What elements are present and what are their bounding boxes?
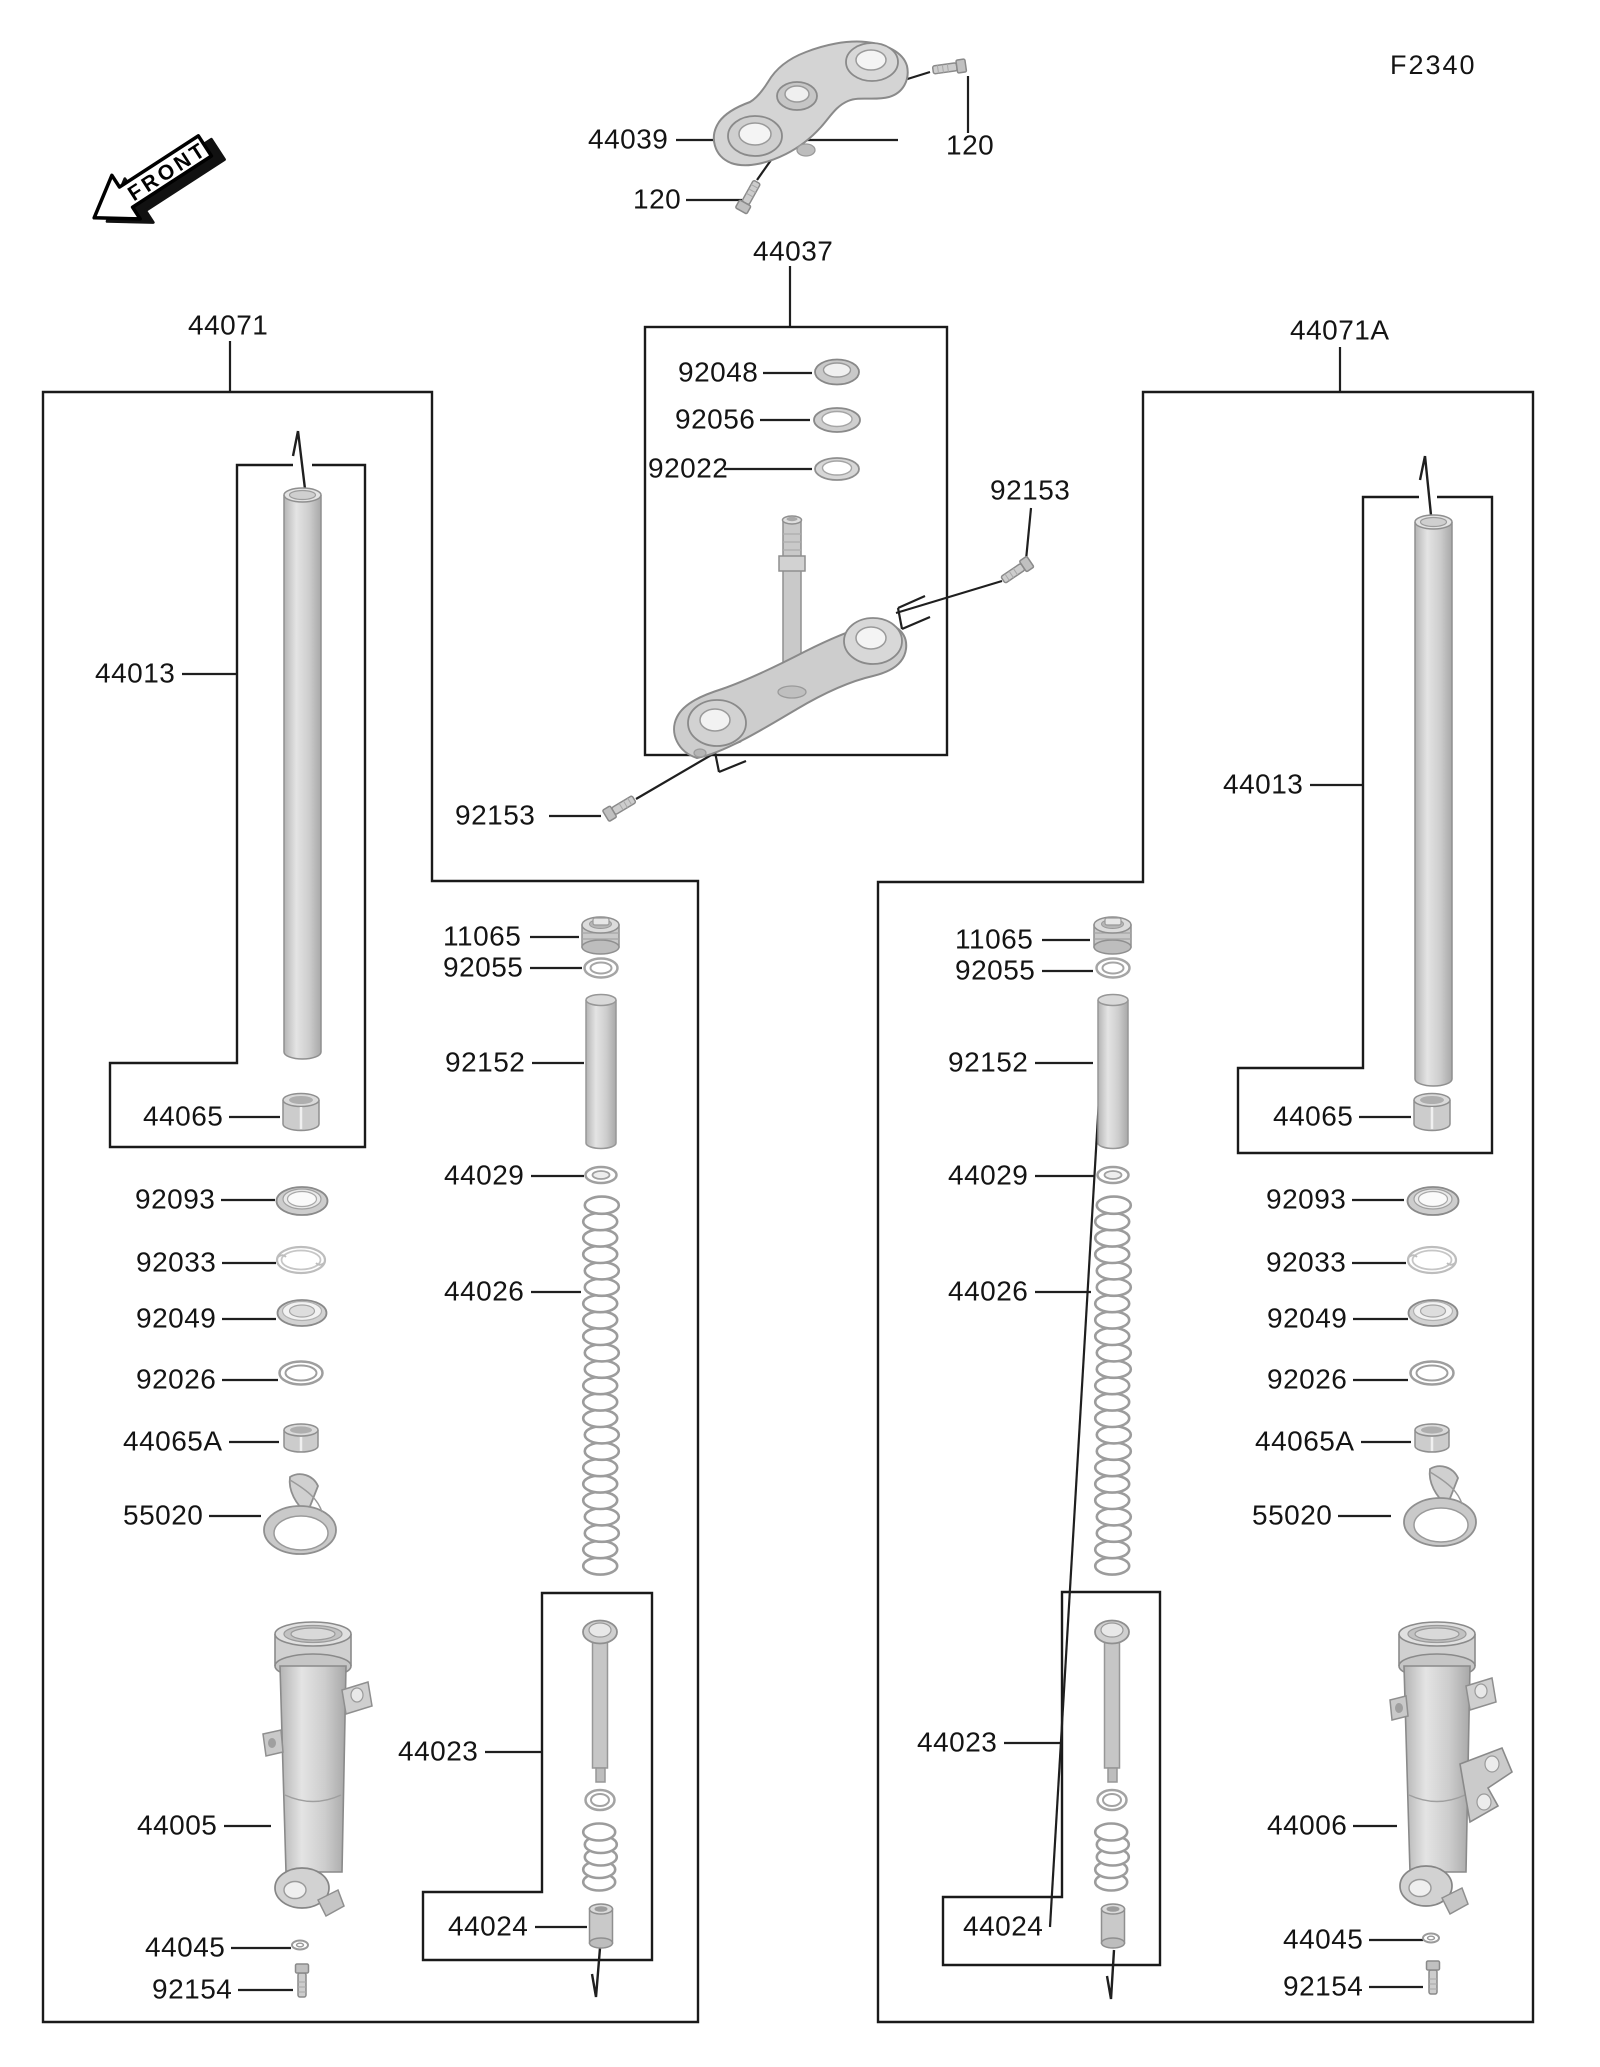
spacer-92152-left xyxy=(585,993,617,1150)
oil-seal-92049-left xyxy=(276,1299,328,1327)
arrow-down-left xyxy=(590,1947,602,1998)
box-fork-assy-44071 xyxy=(41,390,700,2024)
box-damper-right-44023 xyxy=(941,1590,1162,1967)
clamp-bolt-120-left xyxy=(734,178,764,215)
fork-cap-11065-right xyxy=(1093,916,1132,955)
drain-bolt-92154-left xyxy=(294,1963,310,1998)
direction-arrows xyxy=(291,430,1433,2000)
box-inner-tube-left xyxy=(108,463,367,1149)
inner-tube-44013-left xyxy=(283,487,322,1060)
bushing-44065-left xyxy=(281,1092,321,1132)
washer-44045-right xyxy=(1422,1932,1440,1944)
arrow-down-right xyxy=(1105,1949,1116,2000)
rebound-spring-right xyxy=(1093,1822,1131,1892)
arrow-up-left xyxy=(291,430,307,490)
leader-lines xyxy=(182,70,1423,1992)
o-ring-92026-right xyxy=(1409,1360,1455,1386)
dust-seal-92093-right xyxy=(1406,1186,1460,1216)
spring-seat-44029-right xyxy=(1096,1165,1130,1185)
fasteners xyxy=(291,58,1441,1998)
fork-cap-11065-left xyxy=(581,916,620,955)
drain-bolt-92154-right xyxy=(1425,1960,1441,1995)
outer-tube-44005 xyxy=(262,1621,373,1918)
damper-rod-left xyxy=(582,1619,618,1783)
arrow-up-right xyxy=(1418,455,1433,516)
piston-ring-left xyxy=(584,1788,616,1812)
o-ring-92026-left xyxy=(278,1360,324,1386)
lower-bridge xyxy=(673,617,908,760)
fork-guard-55020-right xyxy=(1403,1465,1477,1547)
front-direction-marker: FRONT xyxy=(92,134,226,224)
box-steering-stem-44037 xyxy=(643,325,949,757)
figure-code: F2340 xyxy=(1390,50,1477,80)
bushing-44065A-left xyxy=(282,1422,320,1454)
damper-bush-44024-right xyxy=(1100,1903,1126,1949)
o-ring-92055-right xyxy=(1095,957,1131,979)
inner-tube-44013-right xyxy=(1414,514,1453,1087)
clamp-bolt-120-right xyxy=(931,58,968,78)
main-spring-44026-left xyxy=(581,1195,621,1576)
washer-92022 xyxy=(814,457,860,481)
outer-tube-44006 xyxy=(1389,1621,1513,1916)
dust-seal-92093-left xyxy=(275,1186,329,1216)
steering-stem-44037 xyxy=(673,358,908,760)
oil-seal-92049-right xyxy=(1407,1299,1459,1327)
washer-92056 xyxy=(813,407,861,433)
upper-fork-clamp-44039 xyxy=(712,40,909,167)
assembly-boxes xyxy=(41,325,1535,2024)
stem-bolt-92153-right xyxy=(998,555,1035,587)
box-inner-tube-right xyxy=(1236,495,1494,1155)
piston-ring-right xyxy=(1096,1788,1128,1812)
washer-44045-left xyxy=(291,1939,309,1951)
fork-guard-55020-left xyxy=(263,1473,337,1555)
spacer-92152-right xyxy=(1097,993,1129,1150)
damper-bush-44024-left xyxy=(588,1903,614,1949)
box-fork-assy-44071A xyxy=(876,390,1535,2024)
damper-rod-right xyxy=(1094,1619,1130,1783)
rebound-spring-left xyxy=(581,1822,619,1892)
main-spring-44026-right xyxy=(1093,1195,1133,1576)
o-ring-92055-left xyxy=(583,957,619,979)
bushing-44065A-right xyxy=(1413,1422,1451,1454)
bearing-ring-92048 xyxy=(814,358,860,386)
retaining-ring-92033-left xyxy=(275,1245,327,1275)
bushing-44065-right xyxy=(1412,1092,1452,1132)
box-damper-left-44023 xyxy=(421,1591,654,1962)
spring-seat-44029-left xyxy=(584,1165,618,1185)
retaining-ring-92033-right xyxy=(1406,1245,1458,1275)
stem-bolt-92153-left xyxy=(601,792,639,823)
